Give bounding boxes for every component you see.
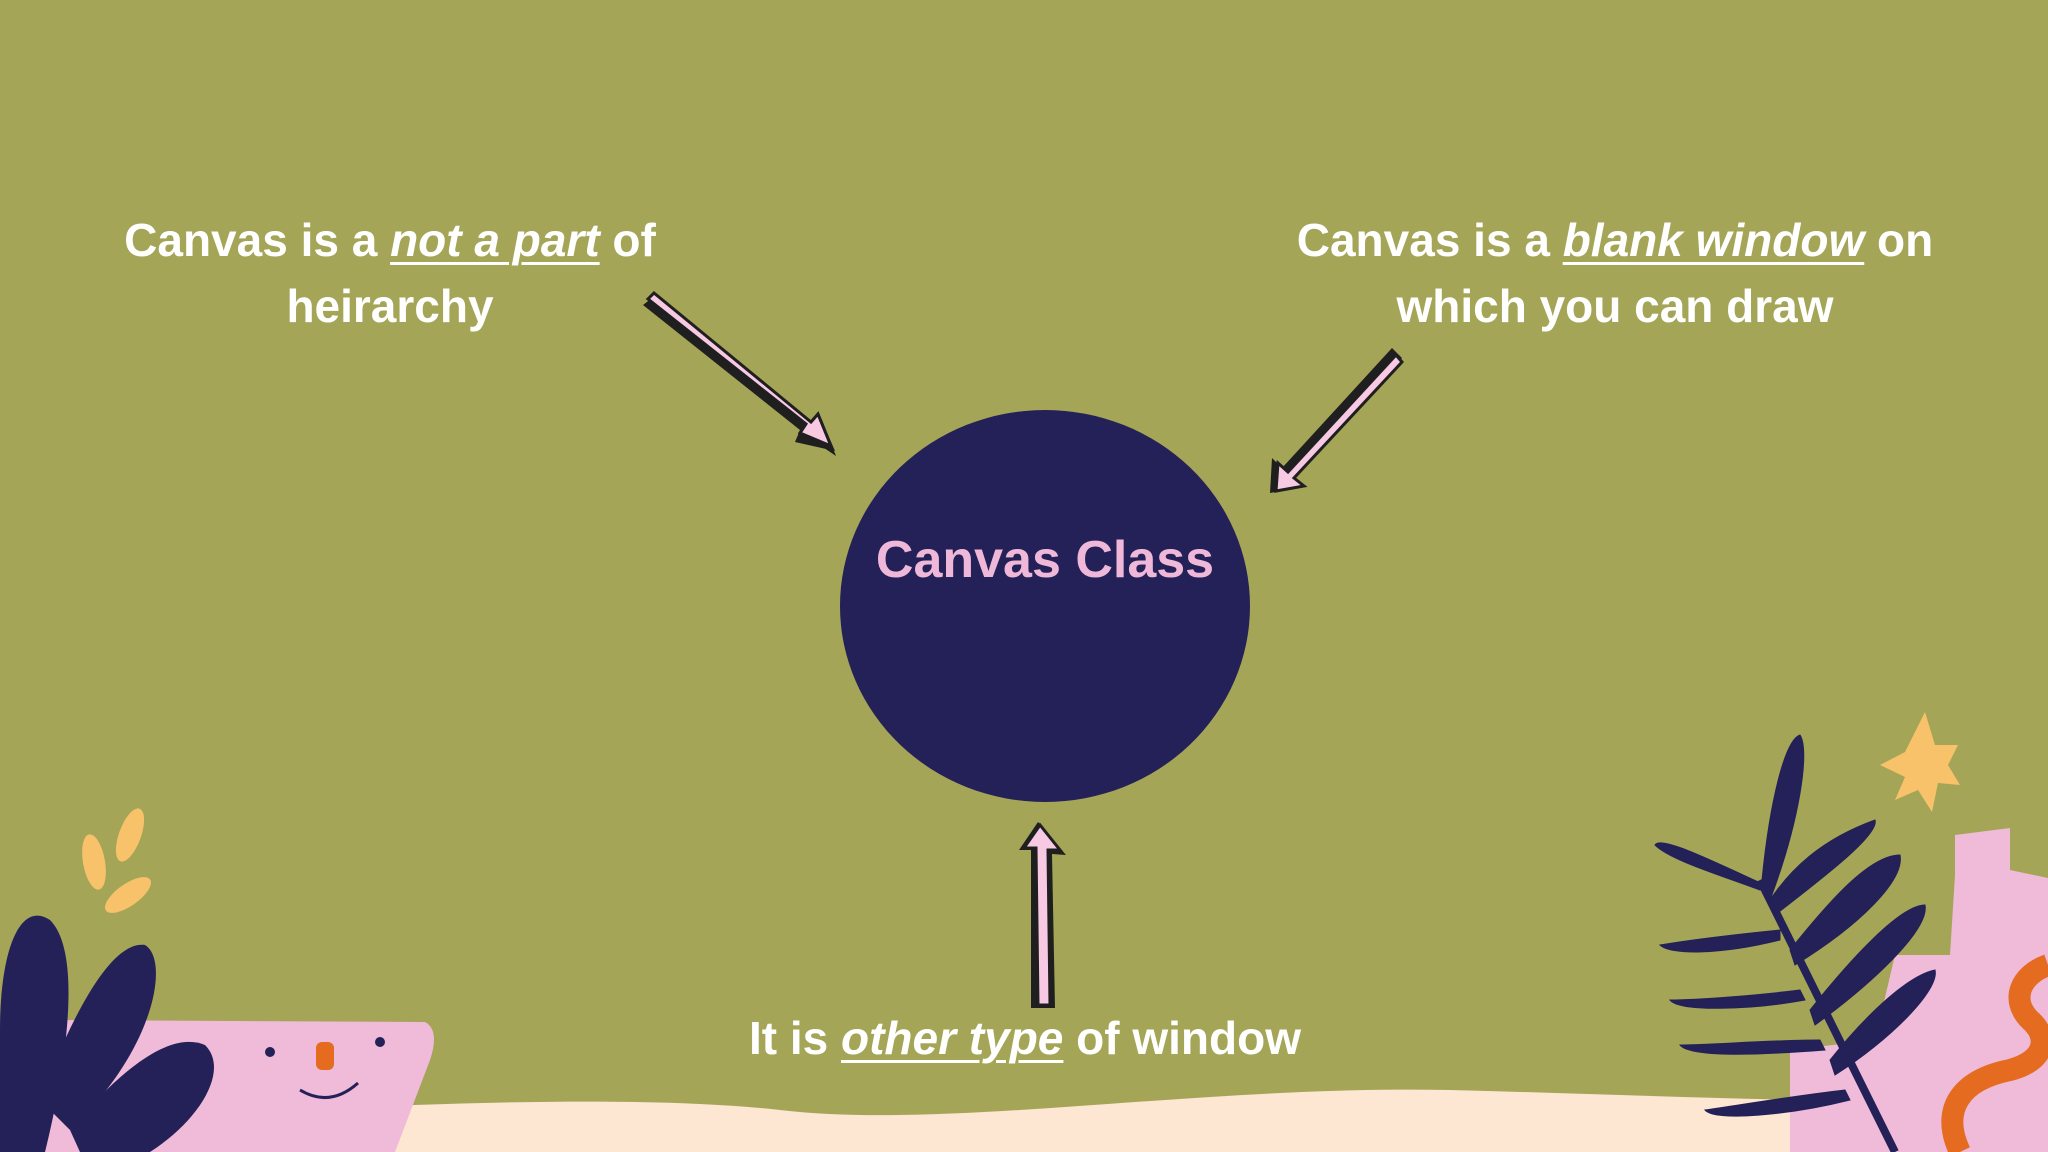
note-bottom-post: of window — [1063, 1012, 1302, 1064]
sand-ground — [0, 1089, 2048, 1152]
note-left-line2: heirarchy — [286, 280, 494, 332]
arrow-right-icon — [1270, 348, 1405, 493]
blob-eye-right — [375, 1037, 385, 1047]
note-right-pre: Canvas is a — [1296, 214, 1563, 266]
note-bottom-emphasis: other type — [841, 1012, 1064, 1064]
navy-fern-right — [1654, 734, 1936, 1152]
canvas-class-label: Canvas Class — [875, 531, 1215, 589]
navy-plant-left — [0, 915, 214, 1152]
blob-nose — [316, 1042, 334, 1070]
note-bottom-pre: It is — [748, 1012, 842, 1064]
note-bottom: It is other type of window — [650, 1005, 1400, 1071]
blob-smile — [299, 1081, 359, 1100]
star-icon — [1880, 712, 1960, 812]
note-left-post: of — [599, 214, 656, 266]
note-right-post: on — [1864, 214, 1934, 266]
canvas-class-circle — [840, 410, 1250, 802]
note-right-emphasis: blank window — [1562, 214, 1865, 266]
orange-swirl — [1941, 954, 2048, 1152]
note-left: Canvas is a not a part of heirarchy — [90, 207, 690, 339]
note-left-emphasis: not a part — [390, 214, 600, 266]
blob-eye-left — [265, 1047, 275, 1057]
arrow-left-icon — [643, 290, 836, 456]
arrow-bottom-icon — [1019, 822, 1066, 1008]
note-right-line2: which you can draw — [1396, 280, 1834, 332]
note-left-pre: Canvas is a — [124, 214, 391, 266]
yellow-leaves — [82, 808, 151, 913]
note-right: Canvas is a blank window on which you ca… — [1265, 207, 1965, 339]
